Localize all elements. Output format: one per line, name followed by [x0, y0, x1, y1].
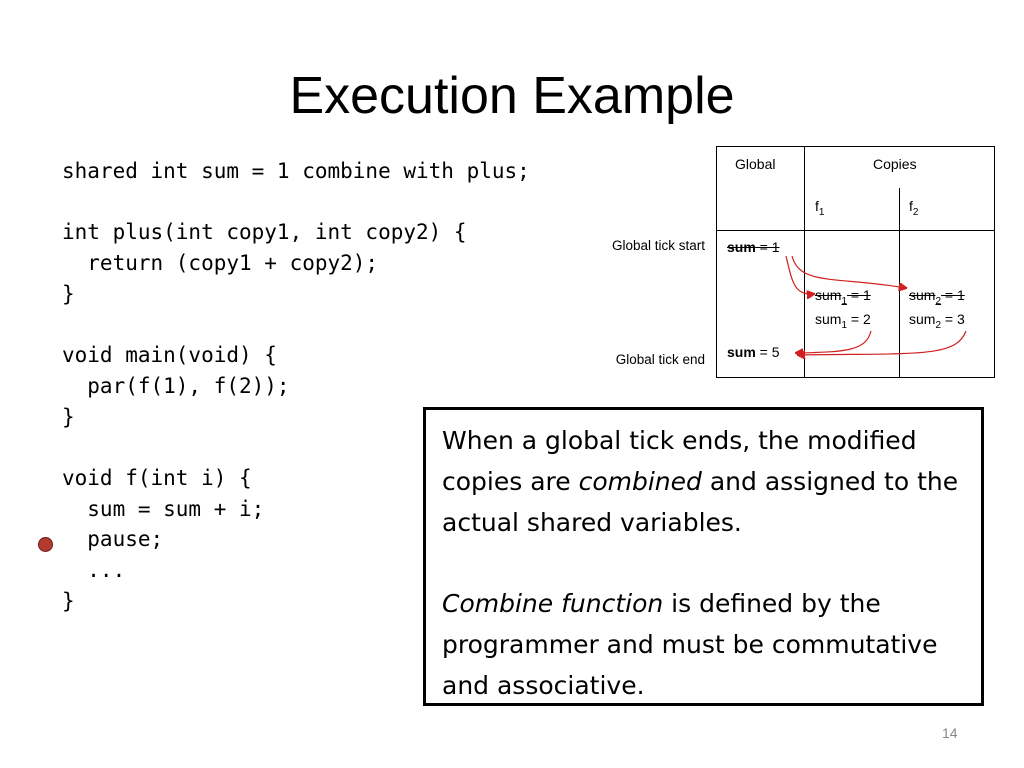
code-line: void f(int i) {	[62, 465, 252, 490]
flow-arrows	[785, 255, 967, 378]
code-line: int plus(int copy1, int copy2) {	[62, 220, 467, 245]
callout-paragraph-2: Combine function is defined by the progr…	[442, 589, 938, 700]
global-end-value: sum = 5	[727, 344, 780, 360]
code-line: void main(void) {	[62, 343, 277, 368]
callout-paragraph-1: When a global tick ends, the modified co…	[442, 426, 959, 537]
copy2-after-value: sum2 = 3	[909, 311, 965, 331]
current-line-marker-icon	[38, 537, 53, 552]
arrow-to-copy2	[791, 255, 906, 288]
tick-start-label: Global tick start	[611, 238, 705, 253]
code-line: return (copy1 + copy2);	[62, 251, 379, 276]
code-line: sum = sum + i;	[62, 496, 265, 521]
explanation-callout: When a global tick ends, the modified co…	[423, 407, 984, 706]
slide-title: Execution Example	[289, 67, 735, 125]
arrow-from-copy1	[796, 330, 872, 353]
code-line: }	[62, 588, 75, 613]
page-number: 14	[942, 725, 958, 741]
code-line: pause;	[62, 527, 164, 552]
copies-table: Global Copies f1 f2 sum = 1 sum1 = 1 sum…	[716, 146, 995, 378]
code-line: shared int sum = 1 combine with plus;	[62, 159, 530, 183]
code-line: }	[62, 281, 75, 306]
code-block: shared int sum = 1 combine with plus; int…	[62, 156, 530, 616]
header-f2: f2	[909, 198, 919, 218]
code-line: }	[62, 404, 75, 429]
code-line	[62, 187, 530, 218]
header-global: Global	[735, 156, 776, 172]
header-f1: f1	[815, 198, 825, 218]
code-line: par(f(1), f(2));	[62, 373, 290, 398]
copy1-after-value: sum1 = 2	[815, 311, 871, 331]
tick-end-label: Global tick end	[615, 352, 705, 367]
code-line: ...	[62, 557, 126, 582]
arrow-from-copy2	[798, 330, 967, 355]
copy1-before-value: sum1 = 1	[815, 287, 871, 307]
code-line	[62, 309, 530, 340]
copy2-before-value: sum2 = 1	[909, 287, 965, 307]
global-start-value: sum = 1	[727, 239, 780, 255]
header-copies: Copies	[873, 156, 917, 172]
arrow-to-copy1	[785, 255, 814, 294]
